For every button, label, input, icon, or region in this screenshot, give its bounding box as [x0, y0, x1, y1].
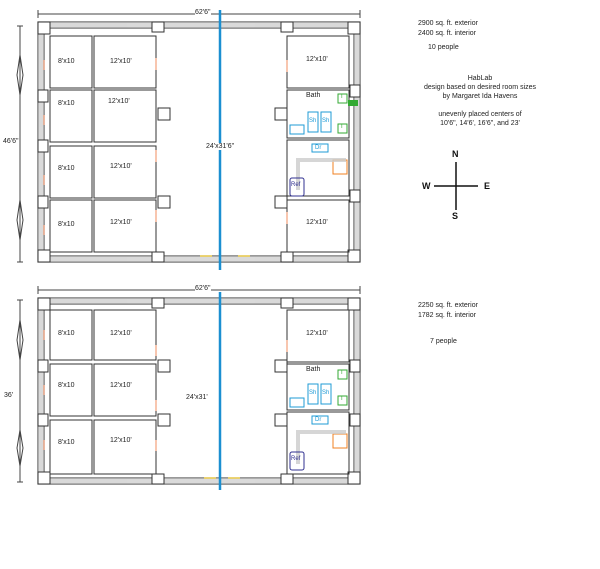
- bottom-right-rooms: [286, 309, 350, 475]
- bottom-toilet-2-label: T: [340, 396, 344, 402]
- top-ref-label: Ref: [291, 182, 301, 188]
- bottom-room-left-2: 8'x10: [58, 382, 75, 389]
- top-doors: [43, 58, 288, 235]
- notes-line3: unevenly placed centers of: [438, 111, 522, 118]
- bottom-wall-fill: [38, 298, 360, 484]
- bottom-room-left-3: 8'x10: [58, 439, 75, 446]
- top-bath-label: Bath: [306, 92, 321, 99]
- top-room-mid-3: 12'x10': [110, 163, 132, 170]
- bottom-ref-label: Ref: [291, 456, 301, 462]
- compass-west: W: [422, 181, 431, 191]
- bottom-great-room-label: 24'x31': [186, 394, 208, 401]
- top-room-ne-label: 12'x10': [306, 56, 328, 63]
- bottom-shower-1-label: Sh: [309, 390, 317, 396]
- top-bath-fixtures: [289, 93, 358, 197]
- top-room-left-1: 8'x10: [58, 58, 75, 65]
- bottom-posts: [37, 297, 361, 485]
- bottom-dryer-label: Dr: [315, 417, 322, 423]
- top-room-left-2: 8'x10: [58, 100, 75, 107]
- top-great-room-label: 24'x31'6": [206, 143, 235, 150]
- bottom-height-dimension: [16, 299, 24, 483]
- bottom-height-dimension-label: 36': [4, 392, 14, 399]
- bottom-stat-exterior: 2250 sq. ft. exterior: [418, 302, 478, 309]
- top-stat-interior: 2400 sq. ft. interior: [418, 30, 476, 37]
- bottom-bath-fixtures: [289, 369, 348, 471]
- bottom-people-count: 7 people: [430, 338, 457, 345]
- notes-title: HabLab: [467, 75, 493, 82]
- top-height-dimension-label: 46'6": [3, 138, 19, 145]
- notes-line2: by Margaret Ida Havens: [442, 93, 518, 100]
- bottom-plan: [16, 286, 361, 490]
- compass-east: E: [484, 181, 491, 191]
- bottom-room-mid-1: 12'x10': [110, 330, 132, 337]
- top-width-dimension-label: 62'6": [195, 9, 211, 16]
- top-room-se-label: 12'x10': [306, 219, 328, 226]
- bottom-stat-interior: 1782 sq. ft. interior: [418, 312, 476, 319]
- bottom-shower-2-label: Sh: [322, 390, 330, 396]
- bottom-room-left-1: 8'x10: [58, 330, 75, 337]
- top-shower-2-label: Sh: [322, 118, 330, 124]
- compass: [434, 162, 478, 210]
- bottom-room-ne-label: 12'x10': [306, 330, 328, 337]
- top-shower-1-label: Sh: [309, 118, 317, 124]
- top-people-count: 10 people: [428, 44, 459, 51]
- top-dryer-label: Dr: [315, 145, 322, 151]
- notes-line1: design based on desired room sizes: [423, 84, 537, 91]
- top-toilet-2-label: T: [340, 124, 344, 130]
- compass-south: S: [452, 211, 459, 221]
- compass-north: N: [452, 149, 459, 159]
- top-room-mid-1: 12'x10': [110, 58, 132, 65]
- top-room-mid-2: 12'x10': [108, 98, 130, 105]
- bottom-width-dimension-label: 62'6": [195, 285, 211, 292]
- top-toilet-1-label: T: [340, 94, 344, 100]
- top-height-dimension: [16, 25, 24, 263]
- bottom-doors: [43, 330, 288, 451]
- notes-line4: 10'6", 14'6', 16'6", and 23': [440, 120, 520, 127]
- top-room-left-4: 8'x10: [58, 221, 75, 228]
- top-room-left-3: 8'x10: [58, 165, 75, 172]
- top-plan: [16, 10, 361, 270]
- design-notes: HabLab design based on desired room size…: [420, 74, 540, 128]
- bottom-room-mid-3: 12'x10': [110, 437, 132, 444]
- top-room-mid-4: 12'x10': [110, 219, 132, 226]
- bottom-room-mid-2: 12'x10': [110, 382, 132, 389]
- bottom-bath-label: Bath: [306, 366, 321, 373]
- bottom-toilet-1-label: T: [340, 370, 344, 376]
- top-left-rooms: [49, 35, 157, 253]
- top-posts: [37, 21, 361, 263]
- top-stat-exterior: 2900 sq. ft. exterior: [418, 20, 478, 27]
